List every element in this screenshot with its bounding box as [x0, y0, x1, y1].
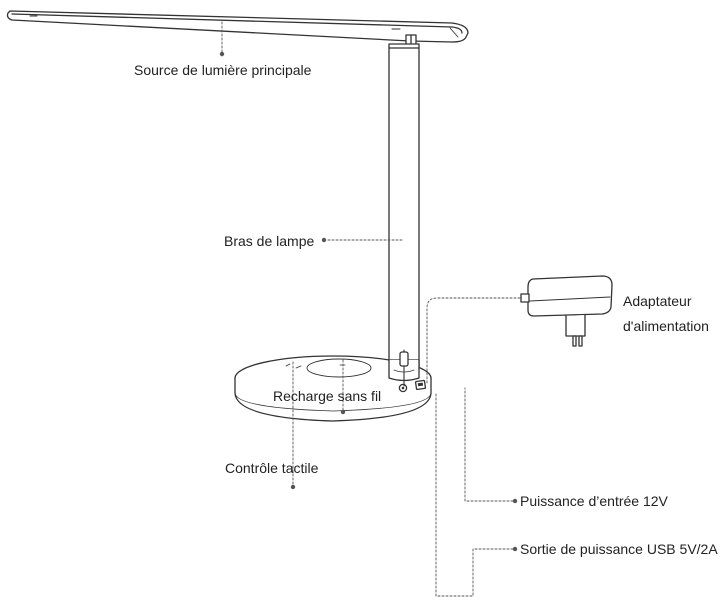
lamp-base — [234, 355, 432, 422]
lamp-arm — [388, 43, 420, 371]
label-power-adapter-line1: Adaptateur — [623, 293, 692, 309]
label-power-adapter-line2: d'alimentation — [623, 318, 709, 334]
label-usb-output: Sortie de puissance USB 5V/2A — [520, 541, 718, 557]
label-main-light-source: Source de lumière principale — [134, 62, 312, 78]
base-ports — [398, 379, 427, 393]
label-wireless-charging: Recharge sans fil — [273, 388, 382, 404]
power-cable — [399, 349, 409, 387]
leader-dots — [219, 51, 518, 552]
label-power-adapter: Adaptateur d'alimentation — [623, 293, 709, 335]
label-touch-control: Contrôle tactile — [225, 460, 319, 476]
label-lamp-arm: Bras de lampe — [224, 233, 315, 249]
leader-lines — [221, 21, 521, 597]
power-adapter — [520, 275, 613, 347]
lamp-head — [6, 10, 469, 43]
label-input-power: Puissance d’entrée 12V — [520, 493, 668, 509]
